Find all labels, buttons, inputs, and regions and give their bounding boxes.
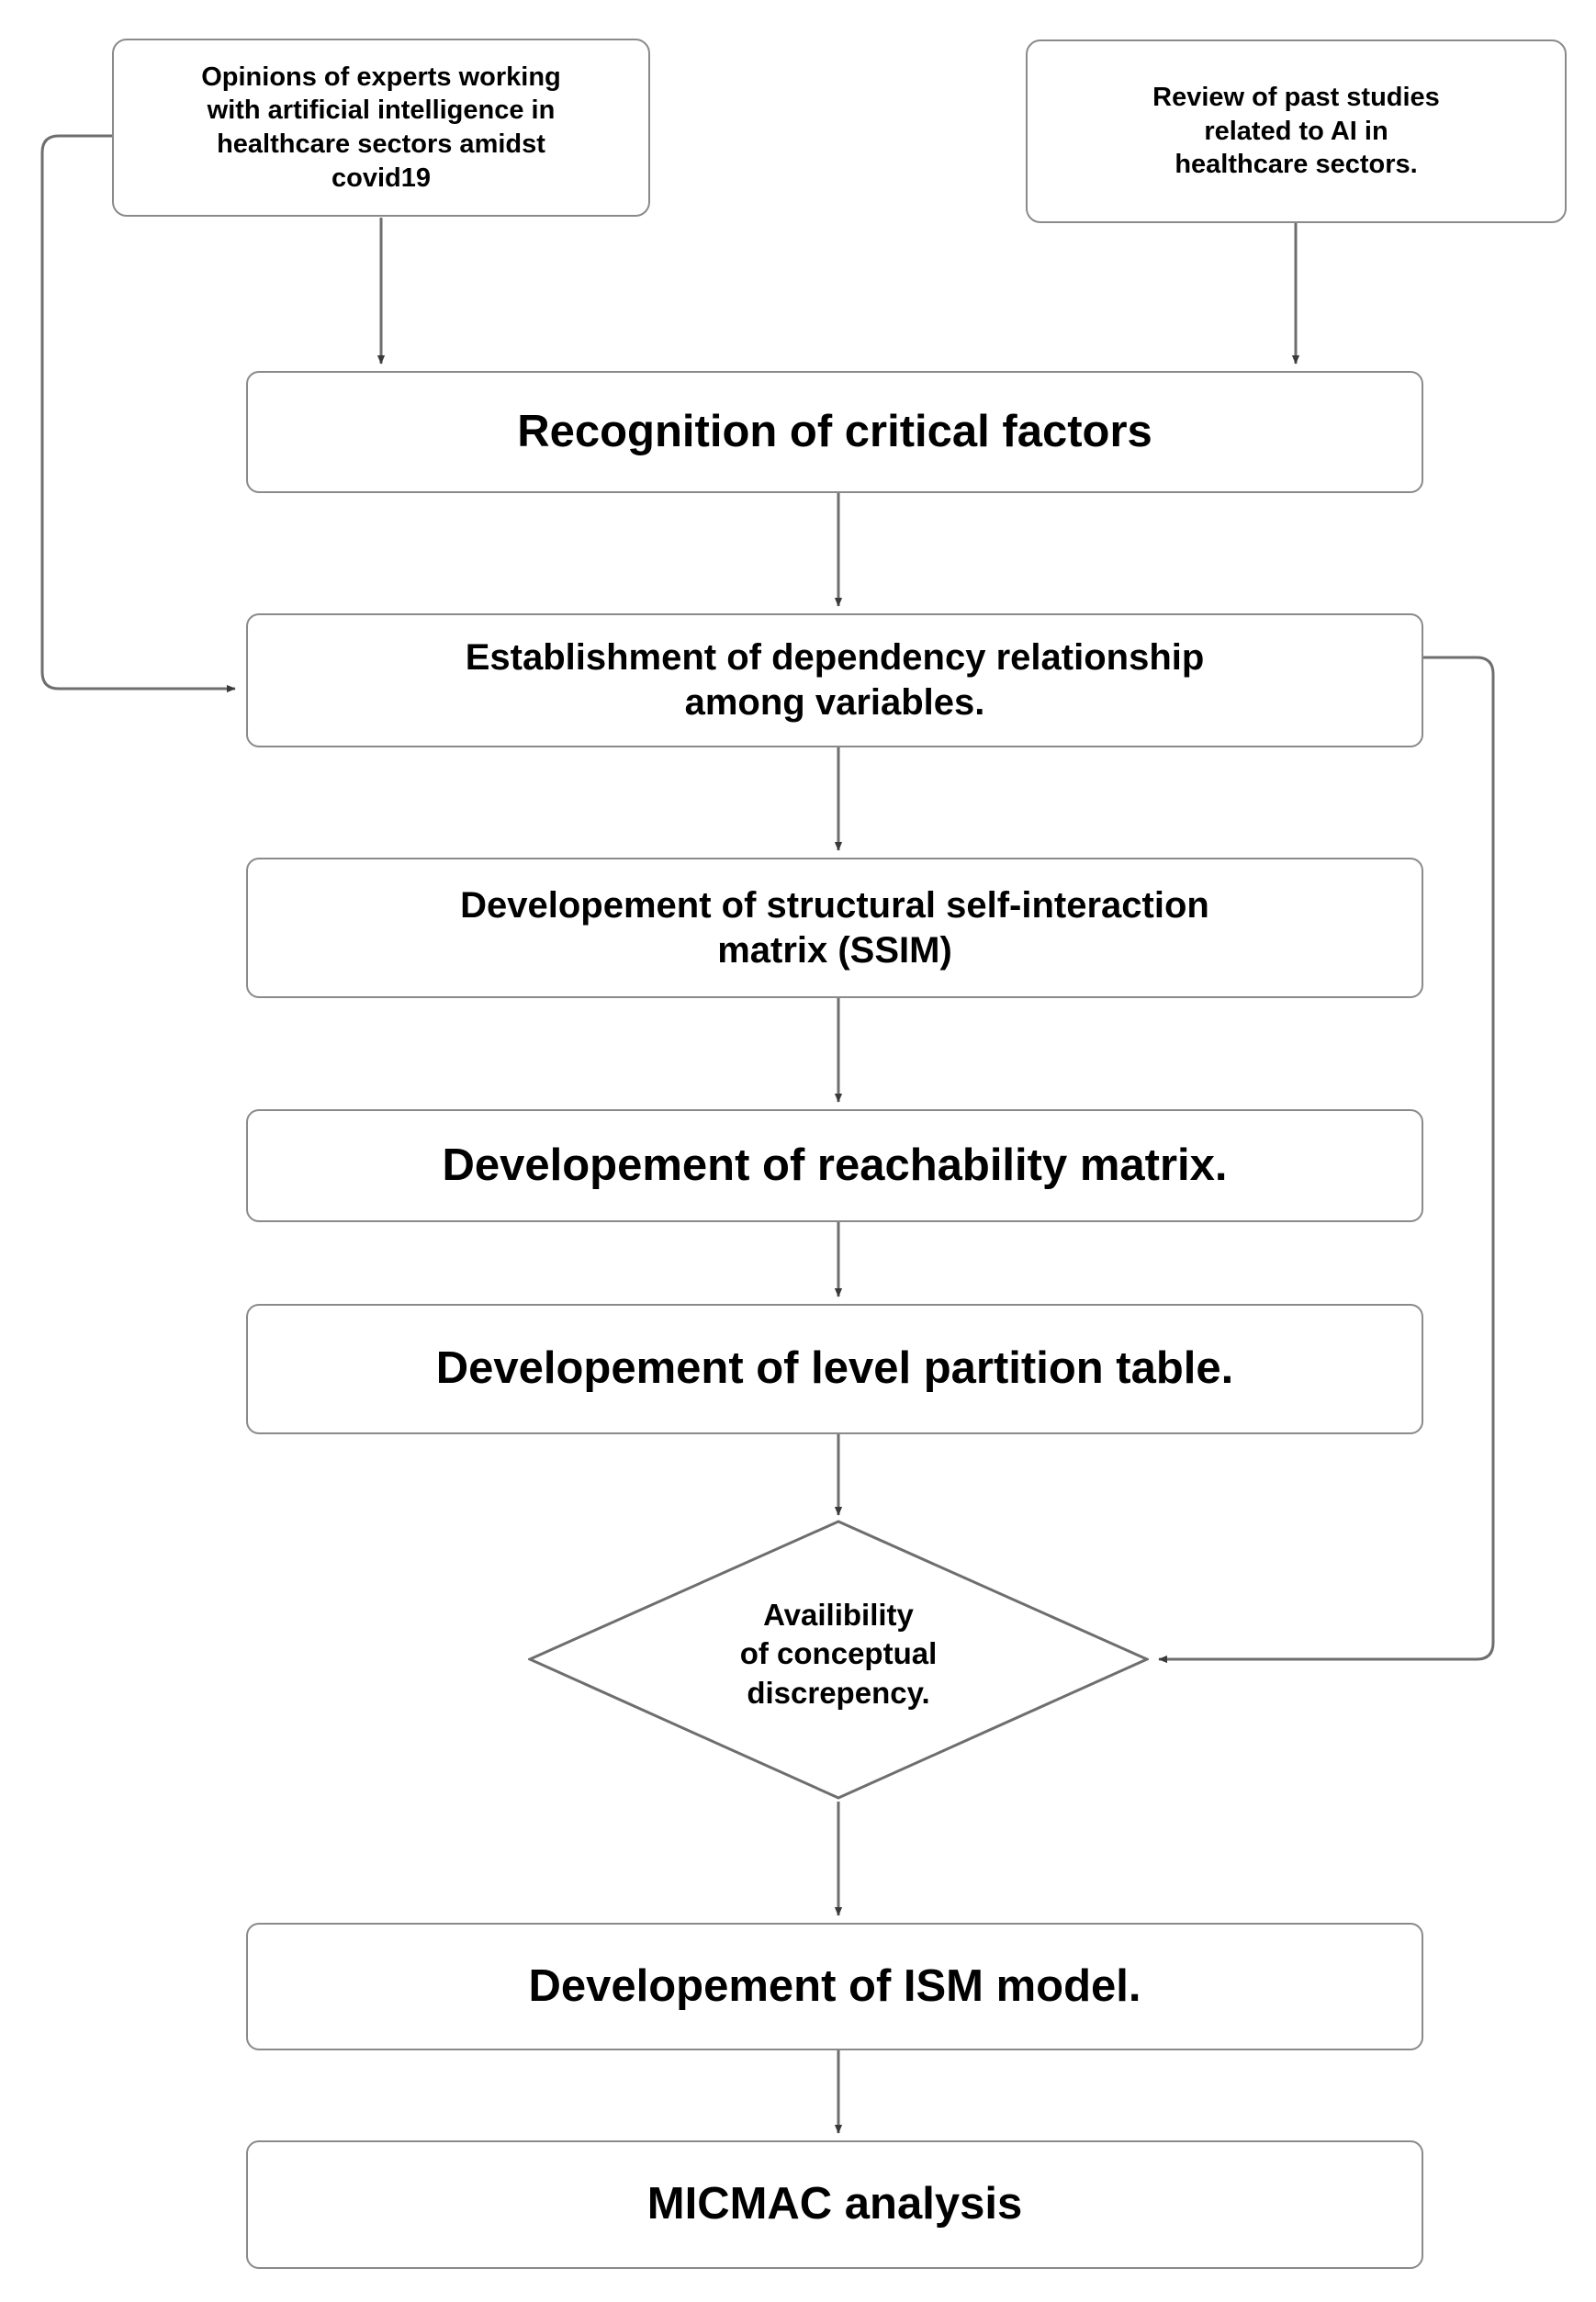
node-review-of-past-studies-label: Review of past studies related to AI in …: [1152, 83, 1440, 180]
node-development-of-ssim-label: Developement of structural self-interact…: [460, 884, 1209, 971]
node-development-of-reachability-matrix-label: Developement of reachability matrix.: [442, 1140, 1228, 1190]
node-development-of-ism-model[interactable]: Developement of ISM model.: [246, 1923, 1423, 2050]
node-recognition-of-critical-factors[interactable]: Recognition of critical factors: [246, 371, 1423, 493]
node-availability-of-conceptual-discrepancy-label: Availibility of conceptual discrepency.: [739, 1598, 938, 1710]
node-development-of-ism-model-label: Developement of ISM model.: [528, 1960, 1141, 2011]
node-development-of-level-partition-table[interactable]: Developement of level partition table.: [246, 1304, 1423, 1434]
node-establishment-of-dependency-label: Establishment of dependency relationship…: [465, 637, 1205, 723]
node-availability-of-conceptual-discrepancy[interactable]: Availibility of conceptual discrepency.: [528, 1520, 1149, 1800]
node-micmac-analysis[interactable]: MICMAC analysis: [246, 2140, 1423, 2269]
node-opinions-of-experts[interactable]: Opinions of experts working with artific…: [112, 39, 650, 217]
node-development-of-level-partition-table-label: Developement of level partition table.: [435, 1343, 1234, 1394]
node-recognition-of-critical-factors-label: Recognition of critical factors: [517, 406, 1152, 456]
node-establishment-of-dependency[interactable]: Establishment of dependency relationship…: [246, 613, 1423, 747]
node-review-of-past-studies[interactable]: Review of past studies related to AI in …: [1026, 39, 1567, 223]
edge-experts-feedback-to-dependency: [40, 134, 236, 693]
node-micmac-analysis-label: MICMAC analysis: [646, 2179, 1023, 2229]
node-opinions-of-experts-label: Opinions of experts working with artific…: [201, 62, 561, 193]
node-development-of-ssim[interactable]: Developement of structural self-interact…: [246, 858, 1423, 998]
diamond-shape: [528, 1520, 1149, 1800]
node-development-of-reachability-matrix[interactable]: Developement of reachability matrix.: [246, 1109, 1423, 1222]
